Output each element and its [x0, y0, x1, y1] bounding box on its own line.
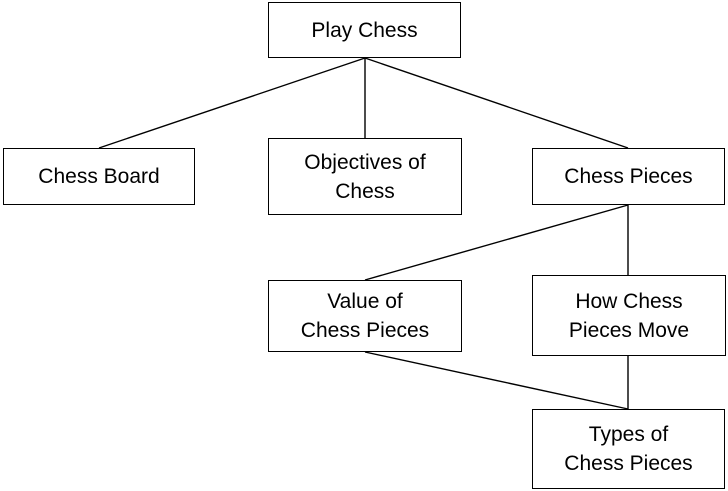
- node-objectives-of-chess[interactable]: Objectives of Chess: [268, 138, 462, 215]
- node-chess-pieces[interactable]: Chess Pieces: [532, 148, 725, 205]
- node-play-chess[interactable]: Play Chess: [268, 2, 461, 58]
- edge-pieces-to-value: [364, 204, 629, 281]
- node-how-chess-pieces-move[interactable]: How Chess Pieces Move: [532, 275, 726, 356]
- edge-play-to-pieces: [364, 57, 629, 149]
- node-value-of-chess-pieces[interactable]: Value of Chess Pieces: [268, 280, 462, 352]
- edge-value-to-types: [364, 351, 629, 410]
- node-chess-board[interactable]: Chess Board: [3, 148, 195, 205]
- edge-play-to-board: [98, 57, 366, 149]
- node-types-of-chess-pieces[interactable]: Types of Chess Pieces: [532, 409, 725, 489]
